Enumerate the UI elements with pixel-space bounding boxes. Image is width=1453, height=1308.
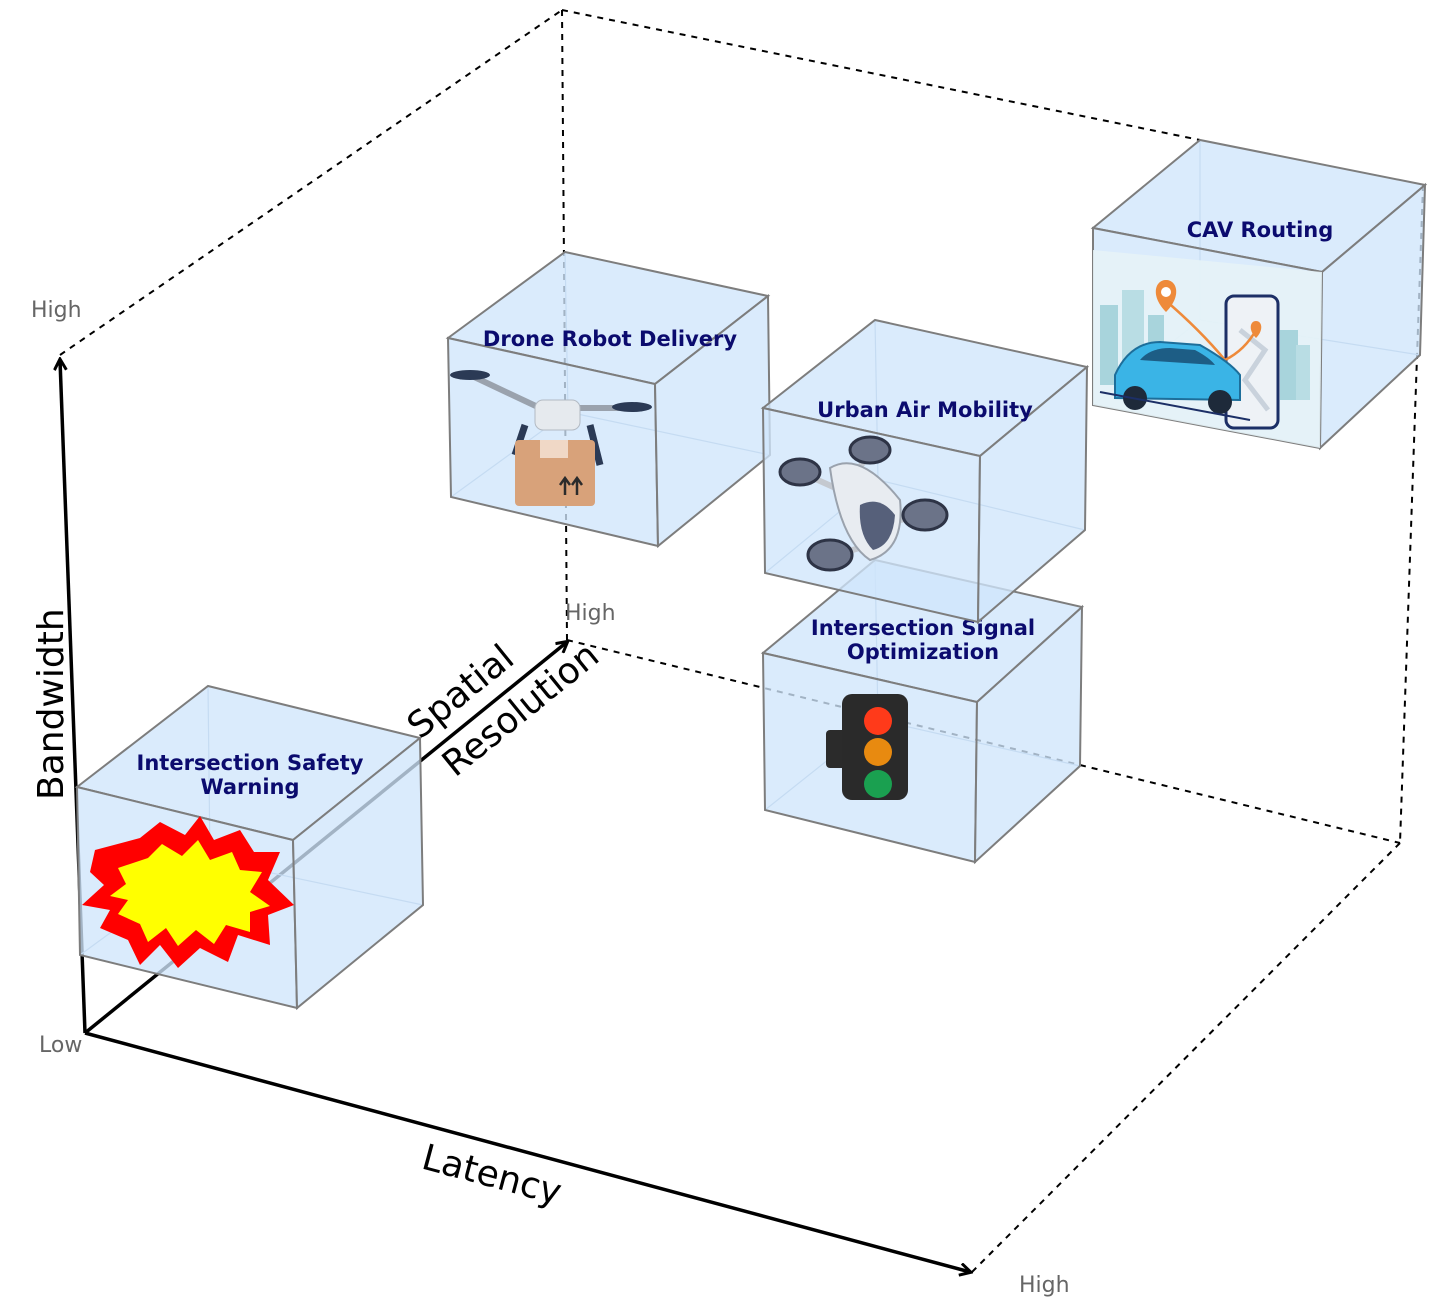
box-label-line: Optimization bbox=[847, 640, 999, 664]
box-label-line: Intersection Safety bbox=[137, 751, 364, 775]
latency-axis bbox=[84, 1031, 970, 1272]
latency-axis-title: Latency bbox=[418, 1137, 566, 1213]
box-label-line: Warning bbox=[200, 775, 299, 799]
box-label: CAV Routing bbox=[1187, 218, 1334, 242]
box-cav-routing: CAV Routing bbox=[1090, 138, 1428, 451]
box-label: Drone Robot Delivery bbox=[483, 327, 737, 351]
box-intersection-safety-warning: Intersection Safety Warning bbox=[74, 684, 425, 1011]
box-drone-robot-delivery: Drone Robot Delivery bbox=[445, 250, 772, 549]
box-urban-air-mobility: Urban Air Mobility bbox=[760, 318, 1090, 625]
spatial-resolution-high-label: High bbox=[565, 601, 616, 626]
latency-high-label: High bbox=[1019, 1273, 1070, 1298]
origin-low-label: Low bbox=[39, 1033, 82, 1058]
explosion-icon bbox=[82, 816, 294, 968]
box-intersection-signal-optimization: Intersection Signal Optimization bbox=[760, 558, 1085, 865]
traffic-light-icon bbox=[826, 694, 908, 800]
bandwidth-axis-title: Bandwidth bbox=[31, 608, 72, 800]
box-label-line: Intersection Signal bbox=[811, 616, 1035, 640]
air-taxi-icon bbox=[778, 435, 949, 572]
delivery-drone-icon bbox=[450, 370, 652, 506]
bandwidth-high-label: High bbox=[31, 298, 82, 323]
box-label: Urban Air Mobility bbox=[817, 398, 1033, 422]
car-navigation-icon bbox=[1093, 250, 1322, 448]
